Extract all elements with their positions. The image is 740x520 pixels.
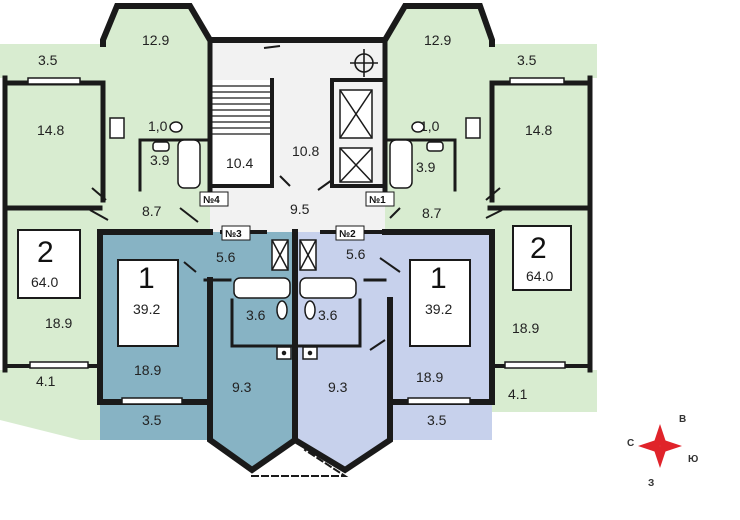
a4-room-area: 18.9 — [45, 315, 72, 331]
number-tags: №4 №3 №2 №1 — [199, 191, 395, 241]
a3-loggia-area: 3.5 — [142, 412, 162, 428]
tl-balcony-fill — [0, 44, 103, 78]
compass-south: Ю — [688, 454, 698, 465]
a3-rooms: 1 — [138, 262, 155, 295]
a2-room-area: 18.9 — [416, 369, 443, 385]
a3-kitchen-area: 9.3 — [232, 379, 252, 395]
tr-bathtub — [389, 139, 413, 189]
a1-loggia-area: 4.1 — [508, 386, 528, 402]
kitchen-left-area: 10.4 — [226, 155, 253, 171]
a2-kitchen-area: 9.3 — [328, 379, 348, 395]
lobby-area: 9.5 — [290, 201, 310, 217]
a2-hall-area: 5.6 — [346, 246, 366, 262]
tr-bath-area: 3.9 — [416, 159, 436, 175]
tag-n3: №3 — [225, 229, 242, 240]
hall-right-area: 8.7 — [422, 205, 442, 221]
a2-loggia-area: 3.5 — [427, 412, 447, 428]
a3-loggia-fill — [100, 402, 210, 440]
a4-total-area: 64.0 — [31, 274, 58, 290]
a1-rooms: 2 — [530, 232, 547, 265]
tr-balcony-area: 3.5 — [517, 52, 537, 68]
compass-north: С — [627, 438, 634, 449]
a2-loggia-fill — [390, 402, 492, 440]
shaft-icon — [350, 49, 378, 77]
a3-bathtub — [233, 277, 291, 299]
a1-room-area: 18.9 — [512, 320, 539, 336]
compass-east: В — [679, 414, 686, 425]
tl-balcony-area: 3.5 — [38, 52, 58, 68]
elevators — [271, 89, 373, 271]
right-wing-fill — [385, 78, 590, 370]
tag-n2: №2 — [339, 229, 356, 240]
a4-loggia-fill — [0, 370, 100, 440]
a4-badge-box — [17, 229, 81, 299]
tl-bathtub — [177, 139, 201, 189]
a2-bathtub — [299, 277, 357, 299]
windows — [27, 77, 566, 405]
tr-bay-area: 12.9 — [424, 32, 451, 48]
apartment-badges: 2 64.0 1 39.2 1 39.2 2 64.0 — [31, 232, 553, 317]
hall-left-area: 8.7 — [142, 203, 162, 219]
a1-badge-box — [512, 225, 572, 291]
a3-total-area: 39.2 — [133, 301, 160, 317]
tag-n1: №1 — [369, 195, 386, 206]
tl-bay-area: 12.9 — [142, 32, 169, 48]
a1-loggia-fill — [492, 370, 597, 412]
tl-wc-area: 1,0 — [148, 118, 168, 134]
staircase — [212, 85, 270, 135]
a1-total-area: 64.0 — [526, 268, 553, 284]
tr-wc-area: 1,0 — [420, 118, 440, 134]
doors — [89, 45, 503, 351]
a4-rooms: 2 — [37, 236, 54, 269]
fixtures — [152, 121, 444, 360]
compass-icon: С В Ю З — [627, 414, 698, 489]
tr-balcony-fill — [487, 44, 597, 78]
tl-bath-area: 3.9 — [150, 152, 170, 168]
a2-rooms: 1 — [430, 262, 447, 295]
a2-bath-area: 3.6 — [318, 307, 338, 323]
stair-hall-area: 10.8 — [292, 143, 319, 159]
a3-badge-box — [117, 259, 179, 347]
a3-bath-area: 3.6 — [246, 307, 266, 323]
tr-room-area: 14.8 — [525, 122, 552, 138]
tl-room-area: 14.8 — [37, 122, 64, 138]
compass-west: З — [648, 478, 654, 489]
a3-room-area: 18.9 — [134, 362, 161, 378]
a3-hall-area: 5.6 — [216, 249, 236, 265]
area-labels: 3.5 12.9 14.8 1,0 3.9 10.4 10.8 9.5 12.9… — [36, 32, 552, 428]
a2-badge-box — [409, 259, 471, 347]
a4-loggia-area: 4.1 — [36, 373, 56, 389]
tag-n4: №4 — [203, 195, 220, 206]
a2-total-area: 39.2 — [425, 301, 452, 317]
